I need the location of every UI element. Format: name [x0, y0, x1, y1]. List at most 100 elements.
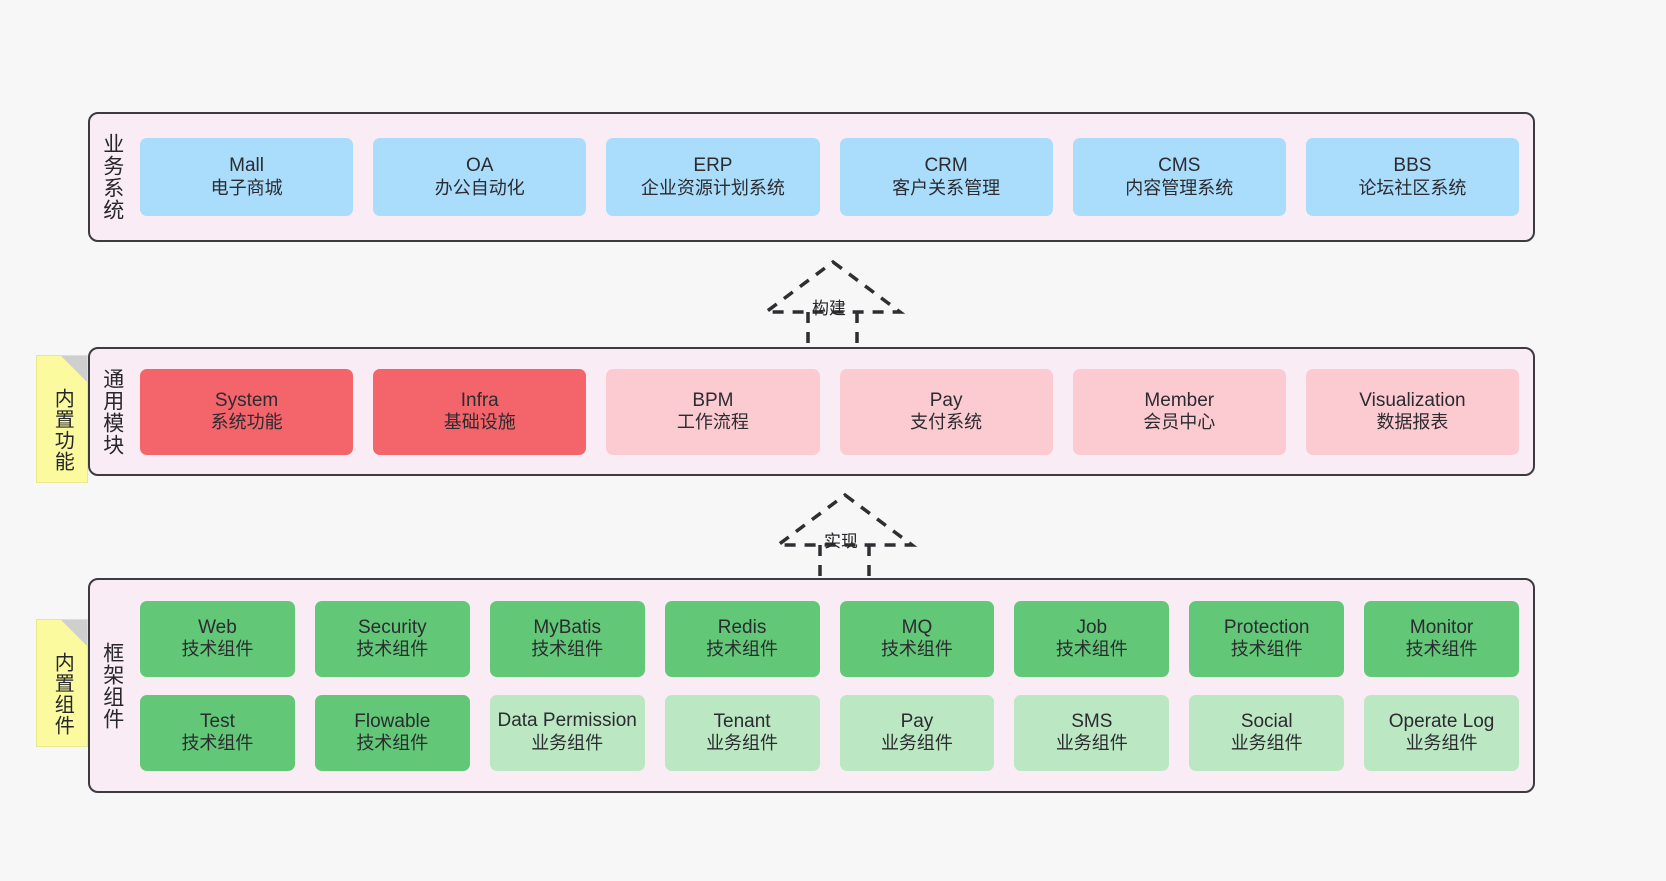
- note-builtin-features: 内置功能: [36, 355, 88, 483]
- layer-business-system-title: 业务系统: [100, 133, 124, 221]
- connector-build-label: 构建: [812, 299, 846, 318]
- card-protection-cn: 技术组件: [1230, 639, 1303, 660]
- card-flowable-en: Flowable: [354, 710, 431, 732]
- card-sms-cn: 业务组件: [1055, 733, 1128, 754]
- layer-framework-components-title: 框架组件: [100, 641, 124, 730]
- card-protection-en: Protection: [1223, 616, 1310, 638]
- framework-tech-row: Web 技术组件 Security 技术组件 MyBatis 技术组件 Redi…: [140, 600, 1519, 677]
- card-redis[interactable]: Redis 技术组件: [664, 600, 820, 677]
- card-web[interactable]: Web 技术组件: [140, 600, 295, 677]
- card-job-en: Job: [1076, 616, 1108, 638]
- card-mq-en: MQ: [901, 616, 933, 638]
- card-security-en: Security: [357, 616, 427, 638]
- card-erp-cn: 企业资源计划系统: [640, 177, 785, 198]
- card-data-permission[interactable]: Data Permission 业务组件: [489, 694, 645, 771]
- card-oa[interactable]: OA 办公自动化: [373, 138, 587, 216]
- connector-implement: 实现: [772, 491, 922, 577]
- card-bpm-cn: 工作流程: [676, 412, 749, 433]
- note-builtin-components: 内置组件: [36, 619, 88, 747]
- card-bbs[interactable]: BBS 论坛社区系统: [1305, 138, 1520, 216]
- connector-build: 构建: [760, 258, 910, 344]
- card-social[interactable]: Social 业务组件: [1189, 694, 1345, 771]
- card-security-cn: 技术组件: [356, 639, 429, 660]
- note-builtin-components-text: 内置组件: [51, 652, 74, 736]
- card-web-cn: 技术组件: [181, 639, 254, 660]
- card-operate-log-en: Operate Log: [1388, 710, 1495, 732]
- card-crm-en: CRM: [924, 155, 968, 177]
- card-data-permission-en: Data Permission: [497, 710, 637, 732]
- card-mq[interactable]: MQ 技术组件: [839, 600, 995, 677]
- card-redis-en: Redis: [717, 616, 767, 638]
- card-monitor[interactable]: Monitor 技术组件: [1364, 600, 1519, 677]
- layer-common-modules-title: 通用模块: [100, 367, 124, 456]
- card-tenant-en: Tenant: [713, 710, 771, 732]
- card-tenant-cn: 业务组件: [706, 733, 779, 754]
- card-visualization-en: Visualization: [1359, 389, 1466, 411]
- card-pay-module-en: Pay: [929, 389, 963, 411]
- card-protection[interactable]: Protection 技术组件: [1189, 600, 1345, 677]
- card-visualization[interactable]: Visualization 数据报表: [1305, 368, 1520, 455]
- note-fold-corner-icon: [61, 356, 87, 382]
- card-test-cn: 技术组件: [181, 733, 254, 754]
- card-infra[interactable]: Infra 基础设施: [373, 368, 587, 455]
- card-member[interactable]: Member 会员中心: [1072, 368, 1286, 455]
- card-pay-module[interactable]: Pay 支付系统: [839, 368, 1053, 455]
- common-modules-row: System 系统功能 Infra 基础设施 BPM 工作流程 Pay 支付系统…: [140, 368, 1520, 455]
- card-mybatis-cn: 技术组件: [531, 639, 604, 660]
- layer-common-modules-body: System 系统功能 Infra 基础设施 BPM 工作流程 Pay 支付系统…: [134, 349, 1533, 474]
- card-mybatis[interactable]: MyBatis 技术组件: [489, 600, 645, 677]
- card-oa-en: OA: [466, 155, 494, 177]
- layer-framework-components: 框架组件 Web 技术组件 Security 技术组件 MyBatis 技术组件…: [88, 578, 1535, 793]
- framework-biz-row: Test 技术组件 Flowable 技术组件 Data Permission …: [140, 694, 1519, 771]
- card-web-en: Web: [198, 616, 237, 638]
- card-cms[interactable]: CMS 内容管理系统: [1072, 138, 1286, 216]
- card-bpm-en: BPM: [692, 389, 734, 411]
- card-redis-cn: 技术组件: [706, 639, 779, 660]
- card-system[interactable]: System 系统功能: [140, 368, 354, 455]
- card-social-en: Social: [1240, 710, 1293, 732]
- card-pay-module-cn: 支付系统: [910, 412, 983, 433]
- card-mall-en: Mall: [229, 155, 264, 177]
- card-social-cn: 业务组件: [1230, 733, 1303, 754]
- card-mall-cn: 电子商城: [210, 177, 283, 198]
- connector-implement-label: 实现: [824, 532, 858, 551]
- card-sms[interactable]: SMS 业务组件: [1014, 694, 1170, 771]
- card-security[interactable]: Security 技术组件: [314, 600, 470, 677]
- note-fold-corner-icon: [61, 620, 87, 646]
- card-infra-en: Infra: [460, 389, 499, 411]
- card-bbs-cn: 论坛社区系统: [1358, 177, 1467, 198]
- card-oa-cn: 办公自动化: [434, 177, 525, 198]
- card-mybatis-en: MyBatis: [533, 616, 601, 638]
- card-job-cn: 技术组件: [1055, 639, 1128, 660]
- card-monitor-en: Monitor: [1409, 616, 1474, 638]
- card-bpm[interactable]: BPM 工作流程: [606, 368, 820, 455]
- card-cms-cn: 内容管理系统: [1125, 177, 1234, 198]
- layer-business-system-body: Mall 电子商城 OA 办公自动化 ERP 企业资源计划系统 CRM 客户关系…: [134, 114, 1533, 240]
- card-tenant[interactable]: Tenant 业务组件: [664, 694, 820, 771]
- card-member-cn: 会员中心: [1143, 412, 1216, 433]
- card-sms-en: SMS: [1071, 710, 1113, 732]
- card-system-en: System: [214, 389, 279, 411]
- card-monitor-cn: 技术组件: [1405, 639, 1478, 660]
- card-erp[interactable]: ERP 企业资源计划系统: [606, 138, 820, 216]
- card-operate-log[interactable]: Operate Log 业务组件: [1364, 694, 1519, 771]
- card-crm[interactable]: CRM 客户关系管理: [839, 138, 1053, 216]
- card-operate-log-cn: 业务组件: [1405, 733, 1478, 754]
- card-job[interactable]: Job 技术组件: [1014, 600, 1170, 677]
- card-flowable[interactable]: Flowable 技术组件: [314, 694, 470, 771]
- card-pay-component[interactable]: Pay 业务组件: [839, 694, 995, 771]
- card-data-permission-cn: 业务组件: [531, 732, 604, 753]
- connector-build-arrow: [760, 259, 906, 344]
- layer-framework-components-body: Web 技术组件 Security 技术组件 MyBatis 技术组件 Redi…: [134, 580, 1533, 791]
- card-erp-en: ERP: [693, 155, 733, 177]
- card-test[interactable]: Test 技术组件: [140, 694, 295, 771]
- card-visualization-cn: 数据报表: [1376, 412, 1449, 433]
- card-pay-component-cn: 业务组件: [880, 733, 953, 754]
- card-system-cn: 系统功能: [210, 412, 283, 433]
- card-mall[interactable]: Mall 电子商城: [140, 138, 354, 216]
- card-flowable-cn: 技术组件: [356, 733, 429, 754]
- card-crm-cn: 客户关系管理: [892, 177, 1001, 198]
- connector-implement-arrow: [772, 492, 918, 577]
- card-test-en: Test: [200, 710, 235, 732]
